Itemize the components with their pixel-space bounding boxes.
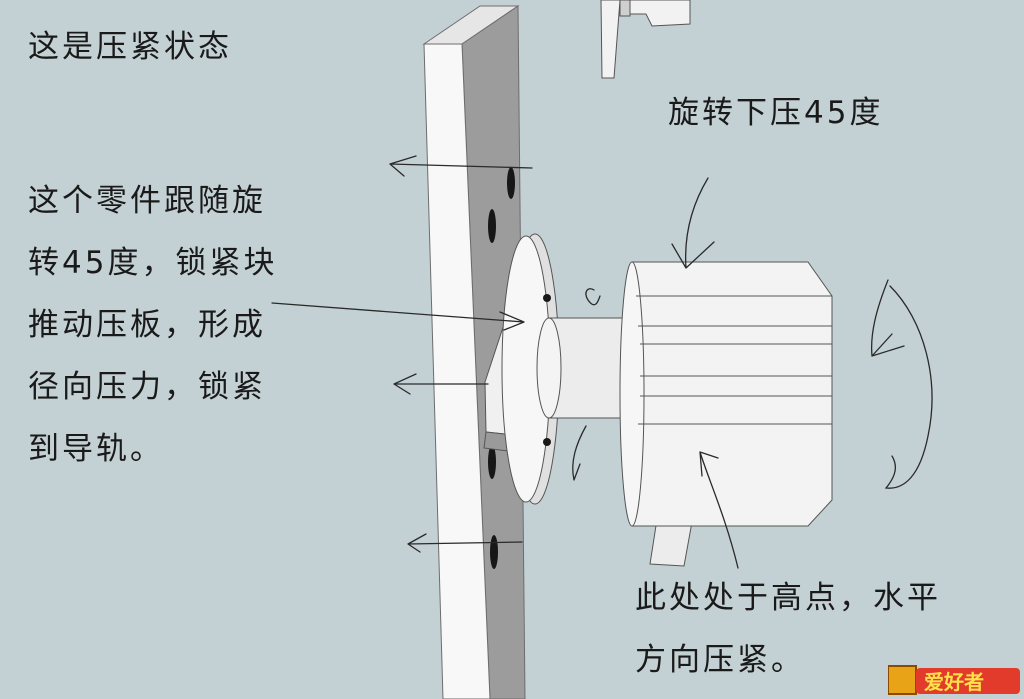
mounting-plate — [422, 5, 526, 699]
rotation-arrow-small — [585, 288, 601, 306]
part-description-label: 这个零件跟随旋 转45度，锁紧块 推动压板，形成 径向压力，锁紧 到导轨。 — [28, 170, 277, 480]
position-description-line: 方向压紧。 — [635, 642, 805, 678]
pointer-line — [699, 451, 739, 569]
plate-hole — [488, 209, 496, 243]
force-arrow-left — [407, 533, 523, 553]
flange-hole — [543, 294, 551, 302]
upper-bracket-fragment — [600, 0, 691, 79]
rotation-arrow — [884, 285, 933, 489]
watermark-text: 爱好者 — [924, 670, 984, 694]
part-description-line: 径向压力，锁紧 — [28, 369, 266, 405]
watermark-logo: 爱好者 — [888, 665, 1020, 695]
part-description-line: 推动压板，形成 — [28, 307, 266, 343]
position-description-line: 此处处于高点，水平 — [635, 580, 941, 616]
force-arrow-left — [393, 373, 489, 395]
rotate-press-label: 旋转下压45度 — [668, 95, 884, 131]
flange-disc — [501, 233, 560, 505]
part-description-line: 到导轨。 — [28, 431, 164, 467]
part-description-line: 这个零件跟随旋 — [28, 183, 266, 219]
rotation-arrow-small — [572, 425, 587, 481]
rotation-arrow — [870, 279, 905, 357]
part-description-line: 转45度，锁紧块 — [28, 245, 278, 281]
plate-hole — [507, 167, 515, 199]
pointer-line — [671, 177, 715, 269]
pointer-line — [271, 302, 525, 331]
plate-front-face — [423, 43, 491, 699]
state-title-label: 这是压紧状态 — [28, 29, 232, 65]
plate-hole — [488, 445, 496, 479]
position-description-label: 此处处于高点，水平 方向压紧。 — [635, 567, 941, 691]
flange-hole — [543, 438, 551, 446]
sketch-annotations — [271, 155, 933, 569]
plate-hole — [490, 535, 498, 569]
main-cylinder — [619, 261, 833, 527]
force-arrow-left — [389, 155, 533, 177]
